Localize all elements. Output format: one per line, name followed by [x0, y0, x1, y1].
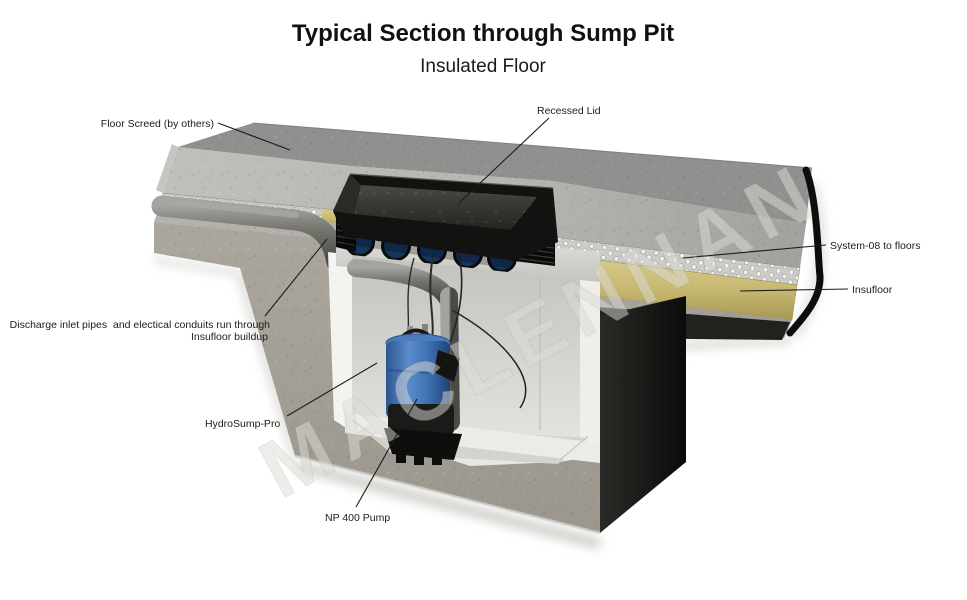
leader-np400: [355, 398, 418, 508]
leader-hydrosump: [286, 362, 378, 417]
lid-rim-highlight: [349, 173, 554, 189]
annotation-labels: Floor Screed (by others) Recessed Lid Sy…: [10, 105, 921, 524]
pump-lower: [388, 404, 454, 434]
leader-recessed-lid: [458, 117, 550, 204]
label-np400: NP 400 Pump: [325, 512, 390, 524]
sump-pump: [384, 324, 462, 465]
leader-lines: [217, 117, 849, 508]
leader-discharge: [264, 238, 328, 317]
discharge-pipe: [151, 195, 348, 273]
diagram-title: Typical Section through Sump Pit: [292, 20, 674, 47]
screed-left-end: [156, 144, 178, 193]
sump-block-side: [600, 296, 686, 533]
label-discharge-line2: Insufloor buildup: [191, 331, 268, 343]
leader-floor-screed: [217, 122, 291, 151]
label-system08: System-08 to floors: [830, 240, 920, 252]
chamber-outer-left-wall: [328, 252, 352, 432]
lid-tray: [354, 185, 537, 230]
leader-system08: [682, 244, 827, 259]
pump-feet: [396, 452, 442, 465]
pump-outlet: [434, 350, 460, 382]
lid-inner-left-wall: [333, 174, 361, 214]
chamber-right-wall: [580, 280, 600, 455]
label-hydrosump: HydroSump-Pro: [205, 418, 280, 430]
diagram-subtitle: Insulated Floor: [420, 56, 546, 77]
pump-body: [386, 341, 450, 419]
label-insufloor: Insufloor: [852, 284, 893, 296]
chamber-crease: [559, 435, 589, 461]
lid-shadow: [344, 236, 514, 269]
screed-top-face: [178, 122, 813, 224]
label-recessed-lid: Recessed Lid: [537, 105, 601, 117]
leader-insufloor: [739, 288, 849, 292]
label-floor-screed: Floor Screed (by others): [101, 118, 214, 130]
slab-right-edge: [786, 166, 824, 337]
chamber-crease: [351, 419, 396, 453]
recessed-lid: [333, 173, 558, 269]
label-discharge-line1: Discharge inlet pipes and electical cond…: [10, 319, 270, 331]
